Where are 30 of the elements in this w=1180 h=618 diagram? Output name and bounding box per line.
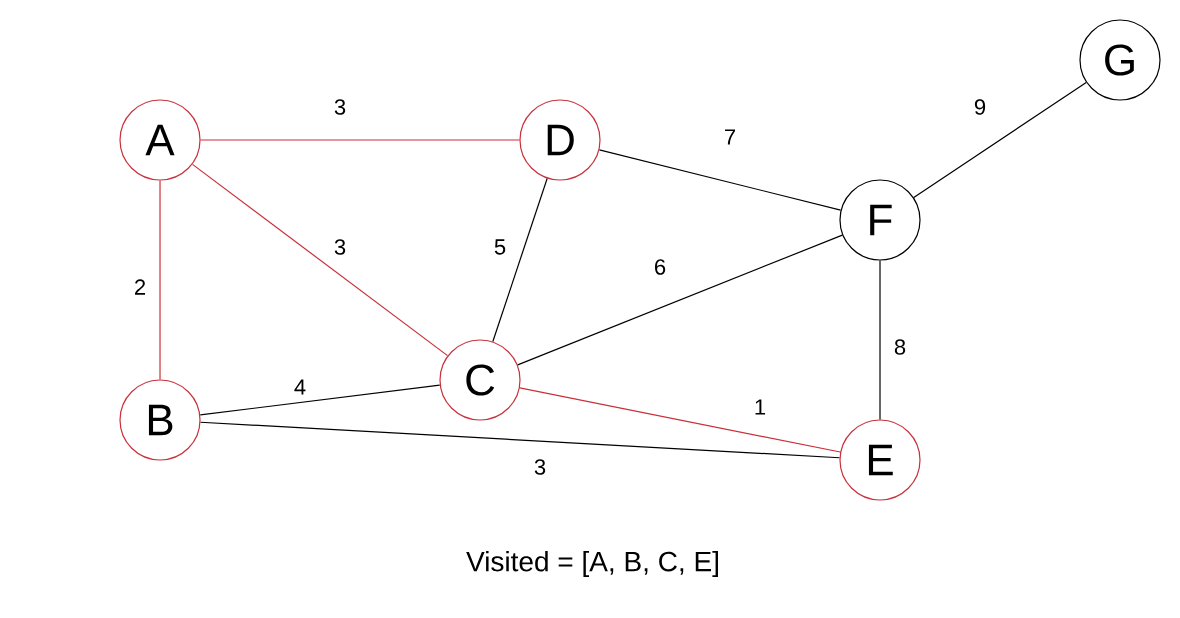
edge-weight: 2 <box>132 278 148 296</box>
edge-weight: 5 <box>492 238 508 256</box>
graph-edge <box>199 384 441 416</box>
edge-weight: 6 <box>652 258 668 276</box>
graph-edge <box>159 180 161 380</box>
graph-vertex: F <box>839 179 921 261</box>
graph-vertex: A <box>119 99 201 181</box>
graph-vertex: B <box>119 379 201 461</box>
graph-edge <box>879 260 881 420</box>
graph-edge <box>519 387 841 453</box>
edge-weight: 3 <box>332 238 348 256</box>
graph-vertex: C <box>439 339 521 421</box>
graph-vertex: E <box>839 419 921 501</box>
graph-edge <box>191 163 449 357</box>
edge-weight: 3 <box>532 458 548 476</box>
caption-text: Visited = [A, B, C, E] <box>466 550 718 578</box>
graph-edge <box>598 149 842 211</box>
graph-vertex: D <box>519 99 601 181</box>
graph-edge <box>913 81 1087 199</box>
graph-vertex: G <box>1079 19 1161 101</box>
graph-edge <box>200 139 520 141</box>
graph-edge <box>517 234 843 366</box>
edge-weight: 3 <box>332 98 348 116</box>
graph-edge <box>492 177 548 343</box>
edge-weight: 7 <box>722 128 738 146</box>
graph-edge <box>199 421 841 459</box>
edge-weight: 8 <box>892 338 908 356</box>
edge-weight: 9 <box>972 98 988 116</box>
edge-weight: 4 <box>292 378 308 396</box>
edge-weight: 1 <box>752 398 768 416</box>
